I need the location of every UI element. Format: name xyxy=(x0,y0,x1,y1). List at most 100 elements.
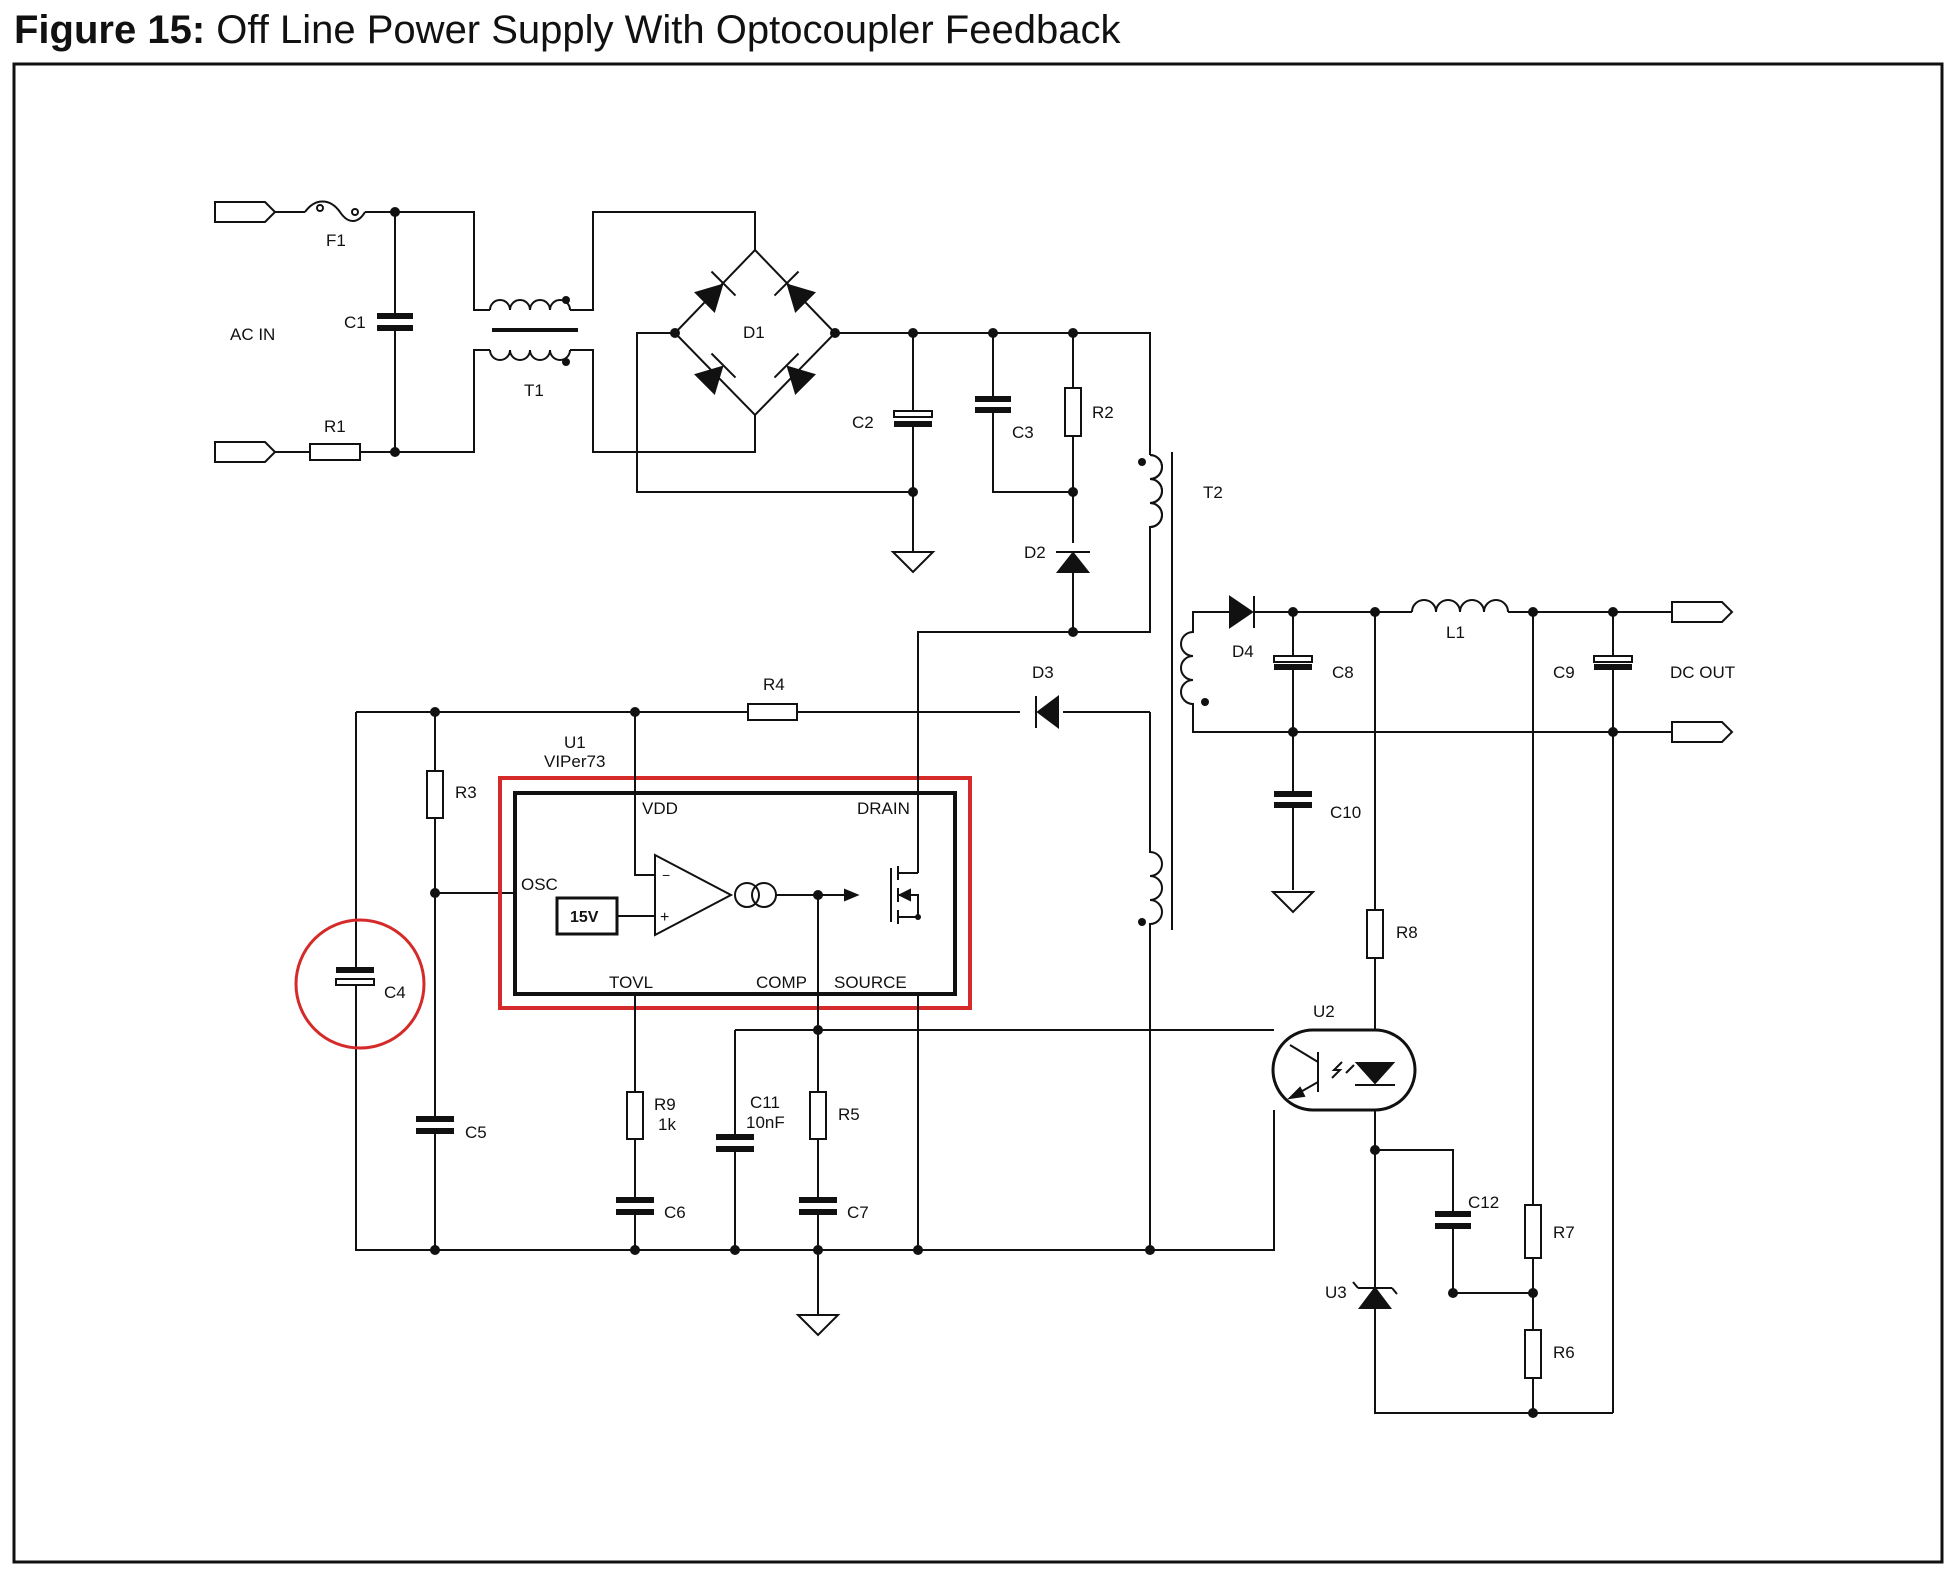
node xyxy=(908,328,918,338)
node xyxy=(813,1245,823,1255)
wire-comp xyxy=(734,895,1274,1315)
resistor-r8 xyxy=(1366,909,1384,959)
cap-c4-plate-b xyxy=(335,978,375,986)
label-u1: U1 xyxy=(564,733,586,752)
node xyxy=(1068,328,1078,338)
bridge-diode-ul xyxy=(694,270,737,313)
label-c11-value: 10nF xyxy=(746,1113,785,1132)
node xyxy=(908,487,918,497)
label-u3: U3 xyxy=(1325,1283,1347,1302)
label-d2: D2 xyxy=(1024,543,1046,562)
fuse-f1-end-a xyxy=(316,204,324,212)
regulator-u3 xyxy=(1358,1286,1392,1309)
node xyxy=(1288,607,1298,617)
figure-frame xyxy=(12,62,1944,1564)
t2-secondary-winding xyxy=(1180,611,1432,733)
dc-out-terminal-bottom xyxy=(1671,721,1734,743)
diode-d4 xyxy=(1229,595,1254,629)
cap-c8-plate-top xyxy=(1273,655,1313,663)
c4-highlight-circle xyxy=(294,918,426,1050)
opto-led xyxy=(1354,1062,1396,1085)
label-f1: F1 xyxy=(326,231,346,250)
output-section: D4 L1 DC OUT C8 C10 C9 R8 xyxy=(1229,595,1735,1418)
t2-aux-winding xyxy=(1149,712,1163,1250)
ic-opamp-plus: + xyxy=(660,909,669,926)
node xyxy=(430,1245,440,1255)
ic-15v-label: 15V xyxy=(570,909,599,926)
wire-t1-out xyxy=(570,211,756,453)
label-u1-part: VIPer73 xyxy=(544,752,605,771)
resistor-r2 xyxy=(1064,387,1082,437)
node xyxy=(988,328,998,338)
t2-secondary-dot xyxy=(1201,698,1209,706)
label-r4: R4 xyxy=(763,675,785,694)
opto-transistor-arrow xyxy=(1287,1086,1306,1100)
node xyxy=(1528,607,1538,617)
ground-control xyxy=(795,1314,841,1337)
t2-primary-winding-coils xyxy=(1149,454,1163,528)
ic-internal-arrow xyxy=(844,888,860,902)
label-t1: T1 xyxy=(524,381,544,400)
diode-d3 xyxy=(1036,695,1059,729)
label-c5: C5 xyxy=(465,1123,487,1142)
label-d1: D1 xyxy=(743,323,765,342)
pin-drain: DRAIN xyxy=(857,799,910,818)
ic-mosfet-arrow xyxy=(897,888,911,902)
choke-t1-dot-b xyxy=(562,358,570,366)
label-r6: R6 xyxy=(1553,1343,1575,1362)
label-c4: C4 xyxy=(384,983,406,1002)
pin-osc: OSC xyxy=(521,875,558,894)
label-c8: C8 xyxy=(1332,663,1354,682)
ic-opamp xyxy=(654,853,734,937)
t2-aux-dot xyxy=(1138,918,1146,926)
node xyxy=(1288,727,1298,737)
figure-title-text: Off Line Power Supply With Optocoupler F… xyxy=(216,8,1121,52)
ic-internal-vdd xyxy=(634,712,655,876)
node xyxy=(813,1025,823,1035)
label-u2: U2 xyxy=(1313,1002,1335,1021)
label-d3: D3 xyxy=(1032,663,1054,682)
resistor-r9 xyxy=(626,1091,644,1140)
resistor-r4 xyxy=(747,703,798,721)
pin-source: SOURCE xyxy=(834,973,907,992)
cap-c9-plate-top xyxy=(1593,655,1633,663)
wire-drain xyxy=(917,631,1073,873)
dc-out-label: DC OUT xyxy=(1670,663,1735,682)
bulk-capacitor-section: C2 C3 R2 D2 xyxy=(636,328,1151,637)
label-d4: D4 xyxy=(1232,642,1254,661)
choke-t1-dot-a xyxy=(562,296,570,304)
label-c2: C2 xyxy=(852,413,874,432)
label-r7: R7 xyxy=(1553,1223,1575,1242)
ac-in-terminal-bottom xyxy=(214,441,277,463)
label-t2: T2 xyxy=(1203,483,1223,502)
wire-hv-rail xyxy=(835,332,1151,455)
label-c12: C12 xyxy=(1468,1193,1499,1212)
pin-comp: COMP xyxy=(756,973,807,992)
ic-opamp-minus: − xyxy=(662,867,670,883)
node xyxy=(1068,487,1078,497)
fuse-f1 xyxy=(275,200,395,222)
label-r2: R2 xyxy=(1092,403,1114,422)
label-c1: C1 xyxy=(344,313,366,332)
fuse-f1-end-b xyxy=(351,208,359,216)
pin-tovl: TOVL xyxy=(609,973,653,992)
label-c6: C6 xyxy=(664,1203,686,1222)
label-c3: C3 xyxy=(1012,423,1034,442)
diode-d2 xyxy=(1055,551,1091,573)
label-r9-value: 1k xyxy=(658,1115,676,1134)
node xyxy=(1370,607,1380,617)
control-section: R4 D3 C4 R3 C5 U1 VIPer73 VDD DRAIN OSC … xyxy=(294,631,1275,1337)
ground-bulk xyxy=(890,551,936,574)
node xyxy=(1608,727,1618,737)
bridge-diode-lr xyxy=(773,352,816,395)
resistor-r6 xyxy=(1524,1329,1542,1379)
node xyxy=(1608,607,1618,617)
transformer-t2: T2 xyxy=(917,452,1432,1250)
bridge-diode-ll xyxy=(694,352,737,395)
optocoupler-body xyxy=(1271,1028,1417,1112)
choke-t1-winding-bottom xyxy=(489,349,571,361)
bridge-outline xyxy=(673,248,837,417)
wire-c3 xyxy=(992,333,1073,493)
figure-title-prefix: Figure 15: xyxy=(14,8,206,52)
bridge-rectifier-d1: D1 xyxy=(670,248,840,417)
